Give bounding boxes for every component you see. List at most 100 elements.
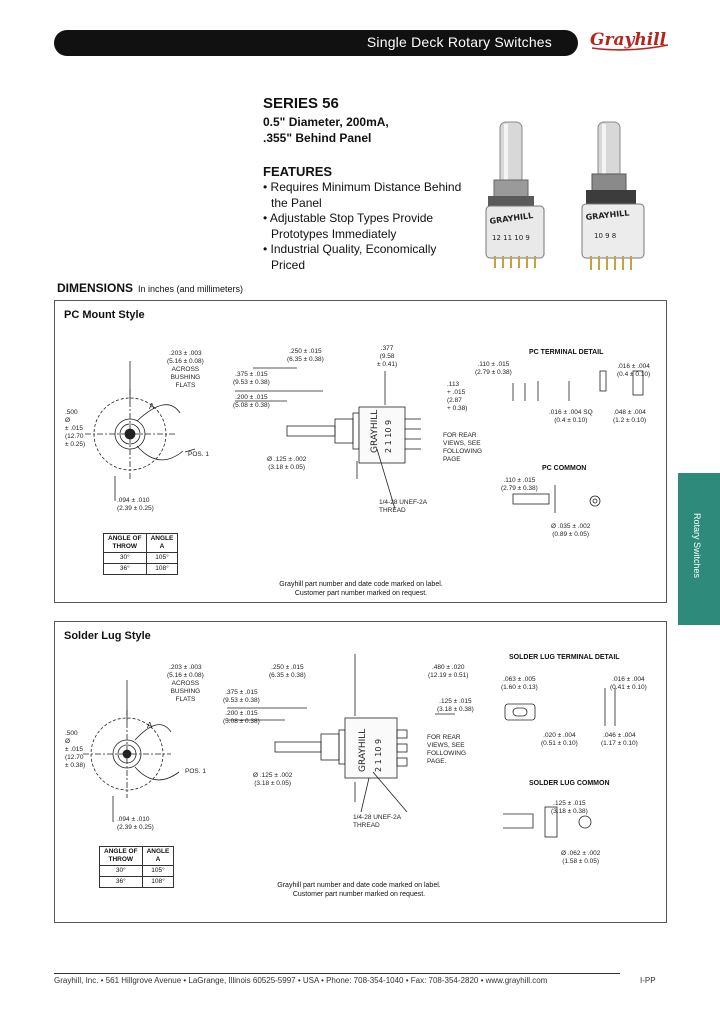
d377-dimension: .377 (9.58 ± 0.41) [377, 345, 397, 369]
rear-views-text: FOR REAR VIEWS, SEE FOLLOWING PAGE. [427, 734, 467, 765]
table-row: 30° 105° [99, 865, 175, 877]
d375-text: .375 ± .015 (9.53 ± 0.38) [233, 371, 270, 386]
feature-list: • Requires Minimum Distance Behind the P… [263, 180, 473, 273]
thread-text: 1/4-28 UNEF-2A THREAD [353, 814, 402, 829]
table-header-cell: ANGLE A [145, 533, 179, 553]
t016-dimension: .016 ± .004 (0.4 ± 0.10) [617, 363, 650, 379]
table-header-row: ANGLE OF THROW ANGLE A [99, 846, 175, 866]
diameter-dimension: .500 Ø ± .015 (12.70 ± 0.38) [65, 730, 85, 770]
svg-text:GRAYHILL: GRAYHILL [358, 729, 368, 772]
d113-dimension: .113 + .015 (2.87 + 0.38) [447, 381, 467, 413]
d094-dimension: .094 ± .010 (2.39 ± 0.25) [117, 816, 154, 832]
thread-note: 1/4-28 UNEF-2A THREAD [379, 499, 427, 515]
subtitle-line-2: .355" Behind Panel [263, 131, 372, 145]
c125-text: .125 ± .015 (3.18 ± 0.38) [551, 800, 588, 815]
c125-dimension: .125 ± .015 (3.18 ± 0.38) [551, 800, 588, 816]
angle-a-label: A [147, 721, 153, 730]
svg-text:GRAYHILL: GRAYHILL [370, 410, 380, 453]
d125-text: Ø .125 ± .002 (3.18 ± 0.05) [267, 456, 307, 471]
header-text: ANGLE OF THROW [108, 535, 142, 550]
t063-dimension: .063 ± .005 (1.60 ± 0.13) [501, 676, 538, 692]
side-tab-label: Rotary Switches [692, 513, 702, 579]
t048-text: .048 ± .004 (1.2 ± 0.10) [613, 409, 647, 424]
label-note: Grayhill part number and date code marke… [261, 580, 461, 598]
rear-views-text: FOR REAR VIEWS, SEE FOLLOWING PAGE [443, 432, 483, 463]
footer-divider [54, 973, 620, 974]
header-text: ANGLE OF THROW [104, 848, 138, 863]
solder-lug-drawing: GRAYHILL 2 1 10 9 [83, 654, 616, 838]
table-cell: 108° [141, 876, 175, 888]
solder-lug-panel: Solder Lug Style [54, 621, 667, 923]
d094-text: .094 ± .010 (2.39 ± 0.25) [117, 497, 154, 512]
rear-views-note: FOR REAR VIEWS, SEE FOLLOWING PAGE [443, 432, 482, 464]
table-header-cell: ANGLE OF THROW [103, 533, 147, 553]
d125b-dimension: .125 ± .015 (3.18 ± 0.38) [437, 698, 474, 714]
c062-dimension: Ø .062 ± .002 (1.58 ± 0.05) [561, 850, 600, 866]
page-number: I-PP [640, 976, 656, 985]
c110-text: .110 ± .015 (2.79 ± 0.38) [501, 477, 538, 492]
d125-dimension: Ø .125 ± .002 (3.18 ± 0.05) [267, 456, 306, 472]
solder-lug-terminal-detail-title: SOLDER LUG TERMINAL DETAIL [509, 654, 620, 661]
rear-views-note: FOR REAR VIEWS, SEE FOLLOWING PAGE. [427, 734, 466, 766]
t016-dimension: .016 ± .004 (0.41 ± 0.10) [610, 676, 647, 692]
table-row: 30° 105° [103, 552, 179, 564]
d200-dimension: .200 ± .015 (5.08 ± 0.38) [233, 394, 270, 410]
t020-text: .020 ± .004 (0.51 ± 0.10) [541, 732, 578, 747]
t110-text: .110 ± .015 (2.79 ± 0.38) [475, 361, 512, 376]
diameter-dimension: .500 Ø ± .015 (12.70 ± 0.25) [65, 409, 85, 449]
d250-text: .250 ± .015 (6.35 ± 0.38) [287, 348, 324, 363]
d480-text: .480 ± .020 (12.19 ± 0.51) [428, 664, 469, 679]
d377-text: .377 (9.58 ± 0.41) [377, 345, 398, 368]
svg-text:10 9 8: 10 9 8 [594, 232, 616, 240]
d250-dimension: .250 ± .015 (6.35 ± 0.38) [287, 348, 324, 364]
pc-mount-panel: PC Mount Style [54, 300, 667, 603]
side-tab-rotary-switches[interactable]: Rotary Switches [678, 473, 720, 625]
panel-title: PC Mount Style [64, 309, 145, 321]
table-header-cell: ANGLE OF THROW [99, 846, 143, 866]
label-note-text: Grayhill part number and date code marke… [277, 882, 441, 898]
table-cell: 36° [99, 876, 143, 888]
feature-item: • Requires Minimum Distance Behind the P… [263, 180, 462, 210]
angle-a-label: A [149, 402, 155, 411]
header-title: Single Deck Rotary Switches [366, 34, 552, 50]
d200-dimension: .200 ± .015 (5.08 ± 0.38) [223, 710, 260, 726]
thread-text: 1/4-28 UNEF-2A THREAD [379, 499, 428, 514]
table-cell: 108° [145, 563, 179, 575]
features-title: FEATURES [263, 164, 333, 179]
angle-table: ANGLE OF THROW ANGLE A 30° 105° 36° 108° [99, 846, 175, 888]
d480-dimension: .480 ± .020 (12.19 ± 0.51) [428, 664, 468, 680]
pc-common-title: PC COMMON [542, 465, 587, 472]
d200-text: .200 ± .015 (5.08 ± 0.38) [233, 394, 270, 409]
dimensions-title: DIMENSIONS [57, 281, 134, 295]
label-note: Grayhill part number and date code marke… [259, 881, 459, 899]
switch-photo-right: GRAYHILL 10 9 8 [581, 121, 645, 270]
switch-photo-left: GRAYHILL 12 11 10 9 [485, 121, 545, 268]
subtitle-line-1: 0.5" Diameter, 200mA, [263, 115, 389, 129]
table-row: 36° 108° [103, 563, 179, 575]
svg-text:Grayhill: Grayhill [590, 30, 667, 50]
c062-text: Ø .062 ± .002 (1.58 ± 0.05) [561, 850, 601, 865]
header-text: ANGLE A [150, 535, 174, 550]
table-row: 36° 108° [99, 876, 175, 888]
pos1-label: POS. 1 [188, 451, 209, 458]
product-photo: GRAYHILL 12 11 10 9 GRAYHILL 10 9 8 [485, 121, 645, 270]
table-header-cell: ANGLE A [141, 846, 175, 866]
diameter-text: .500 Ø ± .015 (12.70 ± 0.38) [65, 730, 86, 769]
panel-title: Solder Lug Style [64, 630, 151, 642]
flats-dimension: .203 ± .003 (5.16 ± 0.08) ACROSS BUSHING… [167, 350, 204, 390]
t063-text: .063 ± .005 (1.60 ± 0.13) [501, 676, 538, 691]
t016sq-dimension: .016 ± .004 SQ (0.4 ± 0.10) [549, 409, 593, 425]
dimensions-note: In inches (and millimeters) [138, 284, 244, 294]
d094-dimension: .094 ± .010 (2.39 ± 0.25) [117, 497, 154, 513]
d125b-text: .125 ± .015 (3.18 ± 0.38) [437, 698, 474, 713]
header-bar: Single Deck Rotary Switches [54, 30, 578, 56]
solder-lug-common-title: SOLDER LUG COMMON [529, 780, 610, 787]
feature-item: • Industrial Quality, Economically Price… [263, 242, 437, 272]
svg-text:12 11 10 9: 12 11 10 9 [492, 234, 530, 242]
d375-dimension: .375 ± .015 (9.53 ± 0.38) [223, 689, 260, 705]
label-note-text: Grayhill part number and date code marke… [279, 581, 443, 597]
svg-text:2 1 10 9: 2 1 10 9 [384, 420, 393, 453]
d250-text: .250 ± .015 (6.35 ± 0.38) [269, 664, 306, 679]
flats-text: .203 ± .003 (5.16 ± 0.08) ACROSS BUSHING… [167, 350, 204, 389]
table-header-row: ANGLE OF THROW ANGLE A [103, 533, 179, 553]
